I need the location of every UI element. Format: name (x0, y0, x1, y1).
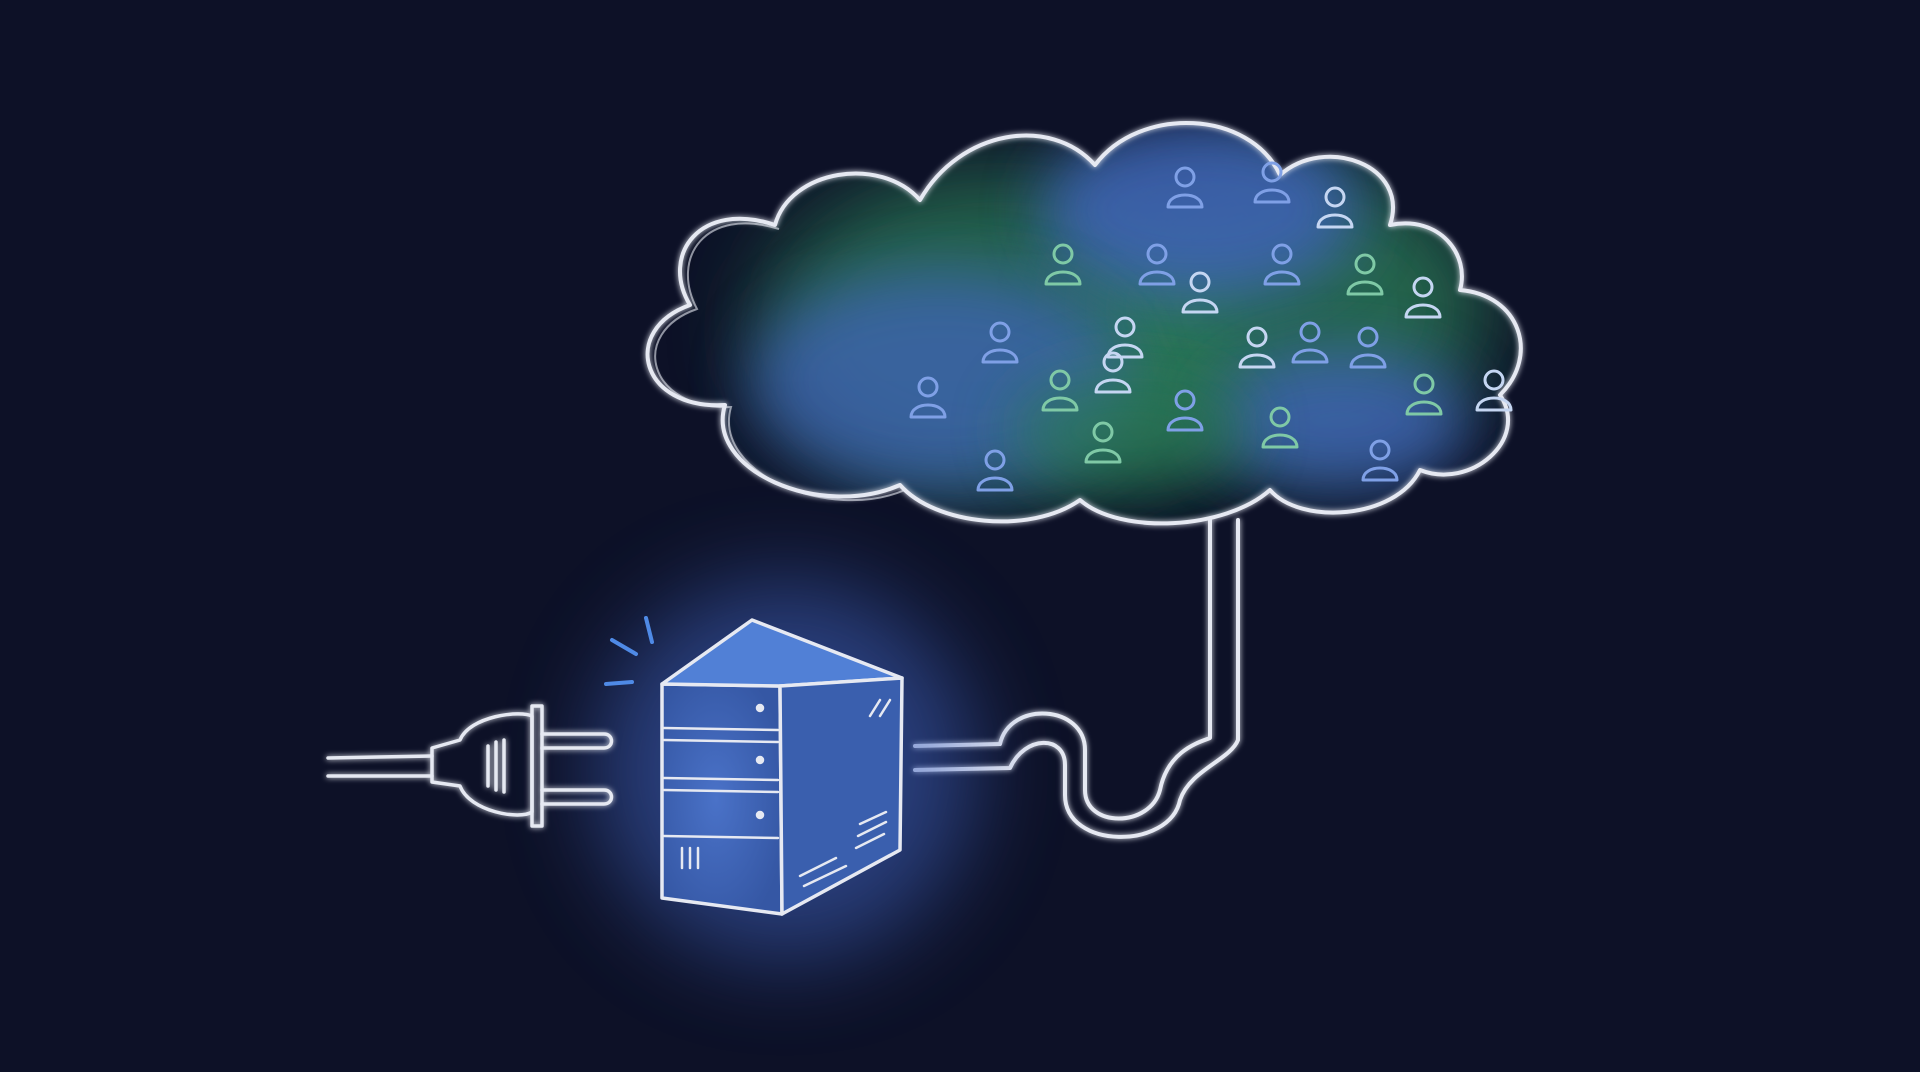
user-icon (1041, 369, 1079, 412)
user-icon (1238, 326, 1276, 369)
user-icon (976, 449, 1014, 492)
cloud-group (645, 120, 1523, 526)
user-icon (1404, 276, 1442, 319)
user-icon (1346, 253, 1384, 296)
user-icon (1181, 271, 1219, 314)
user-icon (1405, 373, 1443, 416)
power-plug (326, 704, 614, 828)
user-icon (1044, 243, 1082, 286)
user-icon (1316, 186, 1354, 229)
user-icon (1261, 406, 1299, 449)
server-box-side (778, 676, 904, 916)
cloud-glow (750, 122, 1490, 490)
cable (913, 518, 1240, 839)
user-icon (909, 376, 947, 419)
server-box (595, 580, 975, 960)
cloud-users (909, 161, 1513, 492)
server-box-front (660, 682, 784, 916)
user-icon (1361, 439, 1399, 482)
user-icon (1084, 421, 1122, 464)
cloud-outline (645, 120, 1523, 526)
user-icon (1138, 243, 1176, 286)
user-icon (1094, 351, 1132, 394)
server-box-details (662, 698, 892, 888)
cloud-outline-sketch (654, 222, 906, 502)
user-icon (1166, 389, 1204, 432)
user-icon (1475, 369, 1513, 412)
spark-lines (604, 616, 654, 686)
user-icon (1291, 321, 1329, 364)
user-icon (1166, 166, 1204, 209)
user-icon (1253, 161, 1291, 204)
user-icon (1263, 243, 1301, 286)
user-icon (981, 321, 1019, 364)
user-icon (1349, 326, 1387, 369)
